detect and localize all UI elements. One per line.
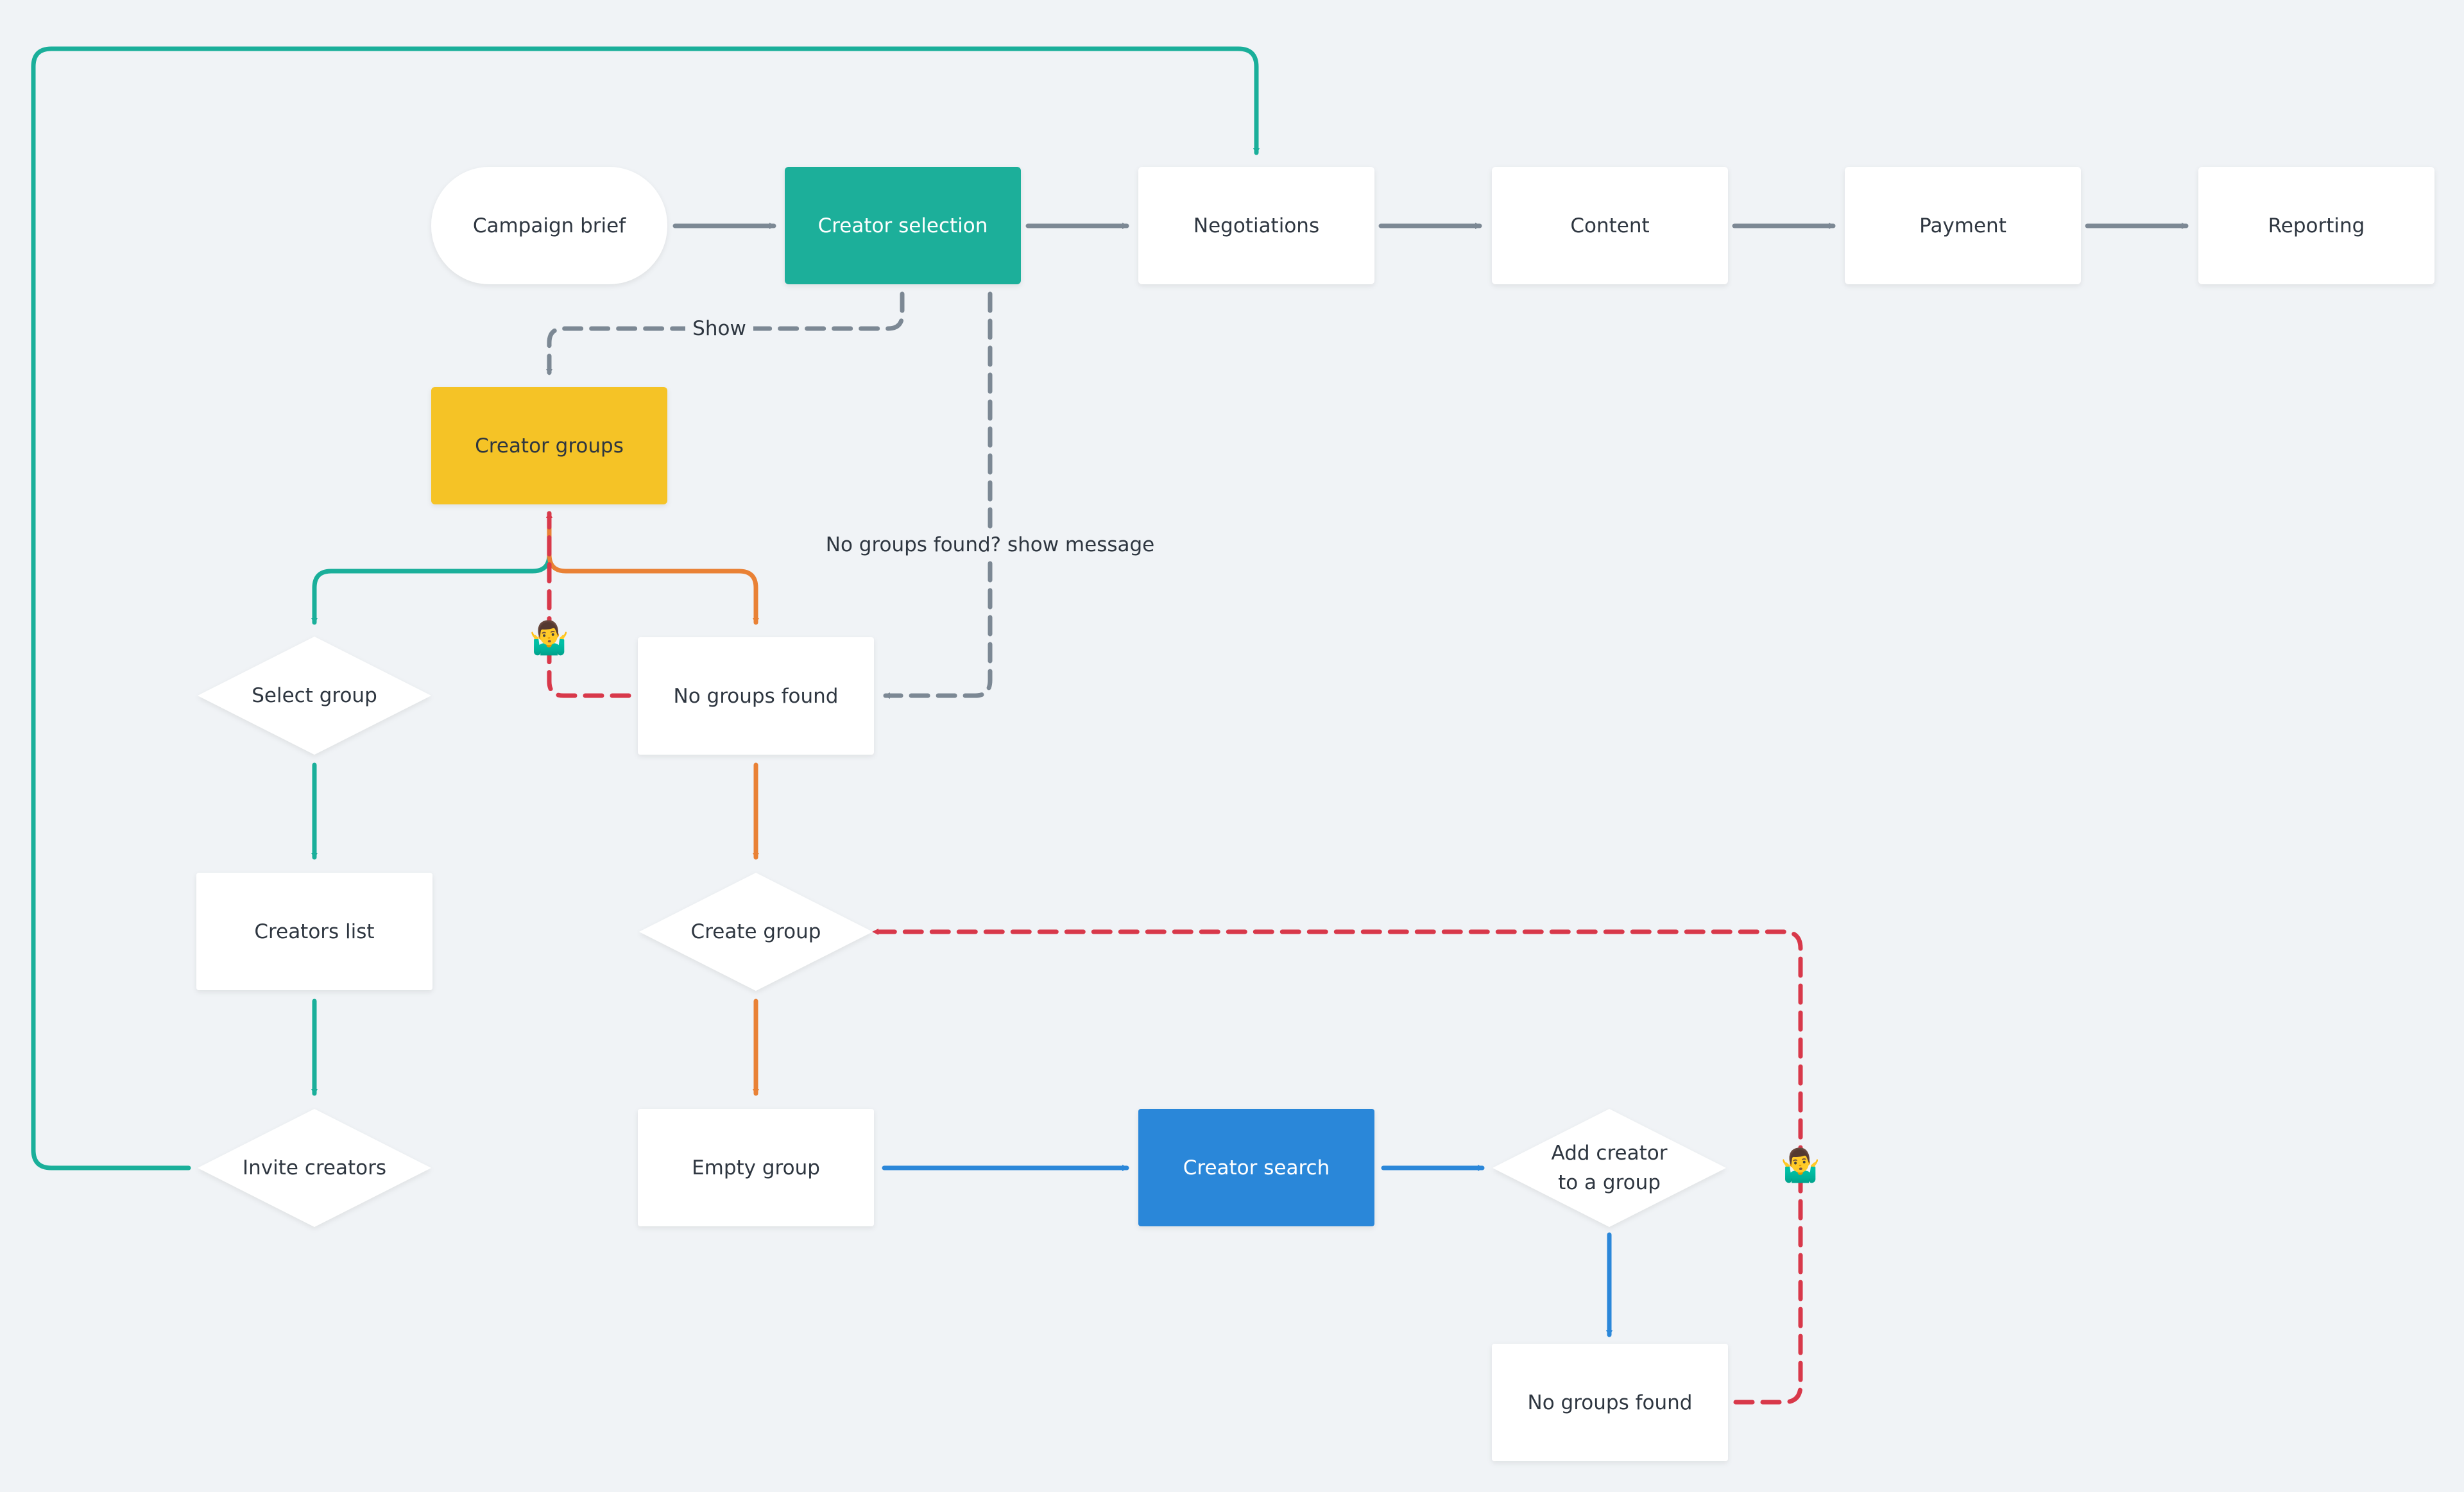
- node-reporting-label: Reporting: [2268, 214, 2365, 237]
- node-creators-list-label: Creators list: [254, 920, 374, 943]
- node-creator-selection[interactable]: Creator selection: [785, 167, 1021, 284]
- node-negotiations[interactable]: Negotiations: [1138, 167, 1374, 284]
- edge-groups-to-select: [311, 511, 552, 625]
- edge-label-no-groups-message: No groups found? show message: [826, 533, 1155, 556]
- node-no-groups-found-2[interactable]: No groups found: [1492, 1344, 1728, 1461]
- node-creator-groups-label: Creator groups: [475, 434, 624, 458]
- node-payment-label: Payment: [1919, 214, 2006, 237]
- node-creator-search[interactable]: Creator search: [1138, 1109, 1374, 1226]
- edge-no-groups-message-dashed: [883, 291, 993, 699]
- node-campaign-brief[interactable]: Campaign brief: [431, 167, 667, 284]
- node-no-groups-found-1-label: No groups found: [674, 685, 839, 708]
- node-invite-creators[interactable]: Invite creators: [198, 1109, 431, 1227]
- node-add-creator-line2: to a group: [1558, 1171, 1661, 1194]
- node-add-creator-line1: Add creator: [1552, 1142, 1668, 1165]
- edge-groups-to-no-groups: [547, 511, 759, 625]
- node-create-group-label: Create group: [691, 920, 821, 943]
- node-creator-groups[interactable]: Creator groups: [431, 387, 667, 504]
- edge-label-show: Show: [692, 317, 746, 340]
- node-reporting[interactable]: Reporting: [2198, 167, 2434, 284]
- node-creators-list[interactable]: Creators list: [196, 873, 432, 990]
- node-select-group[interactable]: Select group: [198, 637, 431, 755]
- node-content-label: Content: [1570, 214, 1649, 237]
- node-campaign-brief-label: Campaign brief: [473, 214, 626, 237]
- node-select-group-label: Select group: [252, 684, 377, 707]
- label-no-groups-message-group: No groups found? show message: [826, 530, 1155, 560]
- node-empty-group-label: Empty group: [692, 1156, 820, 1179]
- node-no-groups-found-1[interactable]: No groups found: [638, 637, 874, 755]
- edge-no-groups-back-to-groups: [546, 511, 631, 698]
- node-content[interactable]: Content: [1492, 167, 1728, 284]
- node-creator-search-label: Creator search: [1183, 1156, 1330, 1179]
- node-empty-group[interactable]: Empty group: [638, 1109, 874, 1226]
- shrug-emoji-icon: 🤷‍♂️: [529, 619, 569, 656]
- node-negotiations-label: Negotiations: [1194, 214, 1319, 237]
- node-add-creator-to-group[interactable]: Add creator to a group: [1493, 1109, 1726, 1227]
- label-show-group: Show: [685, 314, 753, 343]
- node-payment[interactable]: Payment: [1845, 167, 2081, 284]
- shrug-emoji-icon: 🤷‍♂️: [1781, 1146, 1820, 1184]
- node-create-group[interactable]: Create group: [639, 873, 873, 991]
- edge-invite-to-negotiations: [31, 46, 1260, 1170]
- node-invite-creators-label: Invite creators: [243, 1156, 386, 1179]
- node-no-groups-found-2-label: No groups found: [1528, 1391, 1693, 1414]
- edge-no-groups-2-back-to-create: [871, 929, 1803, 1405]
- node-creator-selection-label: Creator selection: [818, 214, 988, 237]
